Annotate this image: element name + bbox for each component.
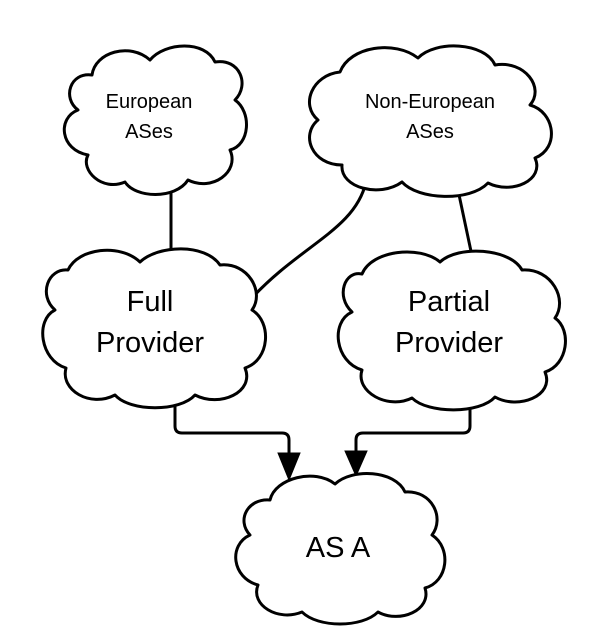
cloud-non-european-ases: Non-European ASes (308, 44, 553, 198)
edge-full-provider-to-as-a (173, 390, 291, 456)
partial-provider-line2: Provider (395, 327, 503, 359)
full-provider-line2: Provider (96, 327, 204, 359)
cloud-european-shape (62, 44, 248, 196)
arrowhead-full-provider-to-as-a (277, 452, 301, 482)
cloud-full-provider: Full Provider (41, 247, 267, 410)
cloud-partial-provider-shape (336, 249, 567, 412)
cloud-as-a: AS A (234, 472, 447, 626)
partial-provider-line1: Partial (408, 286, 490, 318)
edges (169, 181, 474, 456)
full-provider-line1: Full (127, 286, 174, 318)
as-a-label: AS A (306, 532, 371, 564)
cloud-european-ases: European ASes (62, 44, 248, 196)
edge-non-european-to-full-provider (248, 181, 368, 302)
arrowhead-partial-provider-to-as-a (344, 450, 368, 478)
european-line1: European (106, 91, 193, 113)
edge-partial-provider-to-as-a (354, 392, 472, 456)
cloud-as-a-shape (234, 472, 447, 626)
non-european-line2: ASes (406, 121, 454, 143)
cloud-partial-provider: Partial Provider (336, 249, 567, 412)
european-line2: ASes (125, 121, 173, 143)
cloud-non-european-shape (308, 44, 553, 198)
edge-non-european-to-partial-provider (456, 189, 474, 257)
non-european-line1: Non-European (365, 91, 495, 113)
cloud-full-provider-shape (41, 247, 267, 410)
arrowheads (277, 450, 368, 482)
